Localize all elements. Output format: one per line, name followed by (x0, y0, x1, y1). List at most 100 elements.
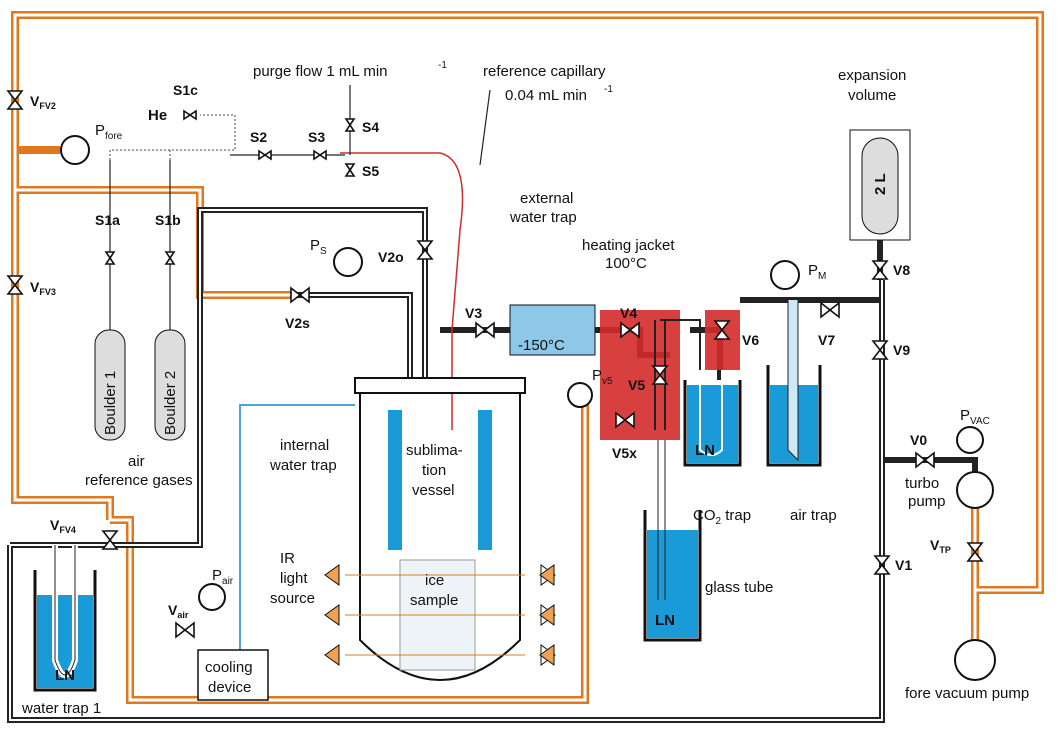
ref-gases-label-2: reference gases (85, 472, 193, 489)
reference-capillary (340, 152, 464, 430)
v9-label: V9 (893, 342, 910, 358)
valve-s1c[interactable] (183, 110, 197, 120)
v3-label: V3 (465, 305, 482, 321)
valve-s4[interactable] (345, 118, 355, 132)
he-label: He (148, 107, 167, 124)
v5x-label: V5x (612, 445, 637, 461)
ref-capillary-label-2: 0.04 mL min (505, 87, 587, 104)
valve-v1[interactable] (874, 555, 890, 575)
co2-trap-dewar (683, 370, 742, 467)
heating-label-1: heating jacket (582, 237, 675, 254)
s2-label: S2 (250, 129, 267, 145)
purge-flow-exp: -1 (438, 60, 447, 71)
water-trap-1 (33, 545, 97, 692)
fore-vacuum-pump (954, 639, 996, 681)
s3-label: S3 (308, 129, 325, 145)
ln-label-co2: LN (695, 442, 715, 459)
valve-s2[interactable] (258, 150, 272, 160)
valve-s3[interactable] (313, 150, 327, 160)
pv5-label: Pv5 (592, 367, 613, 387)
valve-s1b[interactable] (165, 251, 175, 265)
expansion-label-1: expansion (838, 67, 906, 84)
purge-flow-label: purge flow 1 mL min (253, 63, 388, 80)
sub-label-1: sublima- (406, 442, 463, 459)
ext-trap-label-2: water trap (509, 209, 577, 226)
valve-s5[interactable] (345, 163, 355, 177)
co2-trap-label: CO2 trap (693, 507, 751, 527)
valve-v2o[interactable] (417, 240, 433, 260)
valve-vfv4[interactable] (102, 530, 118, 550)
v0-label: V0 (910, 432, 927, 448)
heating-jacket (600, 310, 740, 440)
sub-label-3: vessel (412, 482, 455, 499)
ps-label: PS (310, 237, 327, 257)
ref-capillary-label-1: reference capillary (483, 63, 606, 80)
turbo-label-2: pump (908, 493, 946, 510)
s1b-label: S1b (155, 212, 181, 228)
boulder-1-cylinder (94, 329, 126, 441)
cooling-device-box (197, 649, 269, 701)
air-trap-dewar (766, 300, 822, 467)
valve-v7[interactable] (820, 302, 840, 318)
s1a-label: S1a (95, 212, 120, 228)
turbo-pump (956, 471, 994, 509)
valve-v8[interactable] (872, 260, 888, 280)
vair-label: Vair (168, 602, 189, 620)
turbo-label-1: turbo (905, 475, 939, 492)
boulder2-label: Boulder 2 (162, 371, 179, 435)
ref-gases-label-1: air (128, 453, 145, 470)
heating-label-2: 100°C (605, 255, 647, 272)
ir-label-3: source (270, 590, 315, 607)
valve-s1a[interactable] (105, 251, 115, 265)
capillary-pointer (479, 89, 491, 166)
v7-label: V7 (818, 332, 835, 348)
sublimation-vessel (354, 377, 526, 681)
valve-v2s[interactable] (290, 287, 310, 303)
v2s-label: V2s (285, 315, 310, 331)
fore-pump-label: fore vacuum pump (905, 685, 1029, 702)
ice-label-1: ice (425, 572, 444, 589)
ir-label-2: light (280, 570, 308, 587)
int-trap-label-2: water trap (269, 457, 337, 474)
ref-capillary-exp: -1 (604, 84, 613, 95)
valve-v3[interactable] (475, 322, 495, 338)
external-water-trap (509, 304, 596, 356)
valve-vair[interactable] (175, 622, 195, 638)
s4-label: S4 (362, 119, 379, 135)
expansion-label-2: volume (848, 87, 896, 104)
air-trap-label: air trap (790, 507, 837, 524)
pm-label: PM (808, 262, 826, 282)
v1-label: V1 (895, 557, 912, 573)
ir-label-1: IR (280, 550, 295, 567)
ext-trap-label-1: external (520, 190, 573, 207)
ln-label-glass: LN (655, 612, 675, 629)
valve-vfv3[interactable] (7, 275, 23, 295)
vfv2-label: VFV2 (30, 93, 56, 111)
valve-vfv2[interactable] (7, 90, 23, 110)
ice-label-2: sample (410, 592, 458, 609)
glass-tube-label: glass tube (705, 579, 773, 596)
ln-label-trap1: LN (55, 667, 75, 684)
main-vacuum-line (7, 207, 978, 723)
purge-line (109, 85, 351, 330)
gauges (60, 135, 984, 611)
water-trap-1-label: water trap 1 (21, 700, 101, 717)
int-trap-label-1: internal (280, 437, 329, 454)
sub-label-2: tion (422, 462, 446, 479)
cooling-line (239, 404, 355, 650)
vfv3-label: VFV3 (30, 279, 56, 297)
boulder1-label: Boulder 1 (102, 371, 119, 435)
v6-label: V6 (742, 332, 759, 348)
pvac-label: PVAC (960, 407, 990, 427)
pair-label: Pair (212, 567, 234, 587)
valve-vtp[interactable] (967, 542, 983, 562)
ir-light-sources (324, 564, 556, 666)
v5-label: V5 (628, 377, 645, 393)
v4-label: V4 (620, 305, 637, 321)
vfv4-label: VFV4 (50, 517, 76, 535)
s1c-label: S1c (173, 82, 198, 98)
s5-label: S5 (362, 163, 379, 179)
glass-tube-dewar (643, 440, 702, 642)
valve-v0[interactable] (915, 452, 935, 468)
